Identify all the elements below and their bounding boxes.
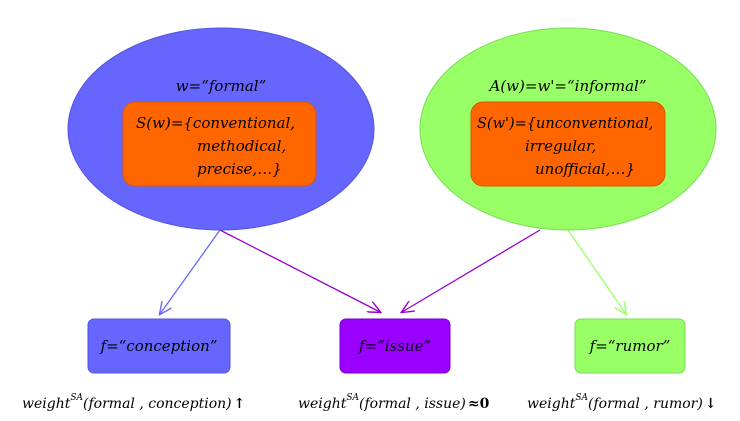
- weight-rumor-superscript: SA: [575, 393, 588, 403]
- formal-synonym-box: [122, 101, 317, 187]
- formal-synonym-line-2: methodical,: [197, 137, 286, 155]
- weight-rumor: weightSA(formal , rumor)↓: [527, 393, 717, 412]
- feature-rumor: f=“rumor”: [574, 318, 686, 374]
- weight-conception-trend: ↑: [234, 396, 246, 412]
- arrow-formal-to-issue: [219, 229, 380, 312]
- formal-word-label: w=“formal”: [176, 77, 266, 95]
- arrow-informal-to-rumor: [567, 229, 626, 314]
- informal-synonym-line-2: irregular,: [525, 137, 596, 155]
- weight-conception-superscript: SA: [70, 393, 83, 403]
- feature-issue: f=“issue”: [339, 318, 451, 374]
- arrow-formal-to-conception: [160, 229, 221, 314]
- feature-rumor-label: f=“rumor”: [589, 337, 671, 355]
- feature-issue-box: [339, 318, 451, 374]
- weight-rumor-prefix: weight: [527, 396, 576, 412]
- informal-synonym-line-3: unofficial,…}: [535, 160, 635, 178]
- informal-concept: A(w)=w'=“informal” S(w')={unconventional…: [419, 27, 717, 231]
- weight-rumor-args: (formal , rumor): [588, 396, 703, 412]
- arrow-informal-to-issue: [402, 229, 541, 312]
- weight-issue-args: (formal , issue): [359, 396, 466, 412]
- weight-conception-args: (formal , conception): [83, 396, 232, 412]
- weight-issue: weightSA(formal , issue)≈0: [298, 393, 490, 412]
- feature-conception-label: f=“conception”: [100, 337, 218, 355]
- weight-issue-superscript: SA: [346, 393, 359, 403]
- weight-rumor-trend: ↓: [705, 396, 717, 412]
- informal-word-label: A(w)=w'=“informal”: [488, 77, 647, 95]
- feature-conception-box: [87, 318, 231, 374]
- weight-issue-trend: ≈0: [468, 396, 490, 412]
- formal-synonym-line-3: precise,…}: [197, 160, 282, 178]
- weight-conception: weightSA(formal , conception)↑: [22, 393, 245, 412]
- formal-concept: w=“formal” S(w)={conventional, methodica…: [67, 27, 375, 231]
- feature-issue-label: f=“issue”: [358, 337, 431, 355]
- formal-synonym-line-1: S(w)={conventional,: [136, 114, 295, 132]
- weight-conception-prefix: weight: [22, 396, 71, 412]
- feature-conception: f=“conception”: [87, 318, 231, 374]
- weight-issue-prefix: weight: [298, 396, 347, 412]
- feature-rumor-box: [574, 318, 686, 374]
- informal-synonym-box: [470, 101, 666, 187]
- informal-synonym-line-1: S(w')={unconventional,: [477, 116, 653, 132]
